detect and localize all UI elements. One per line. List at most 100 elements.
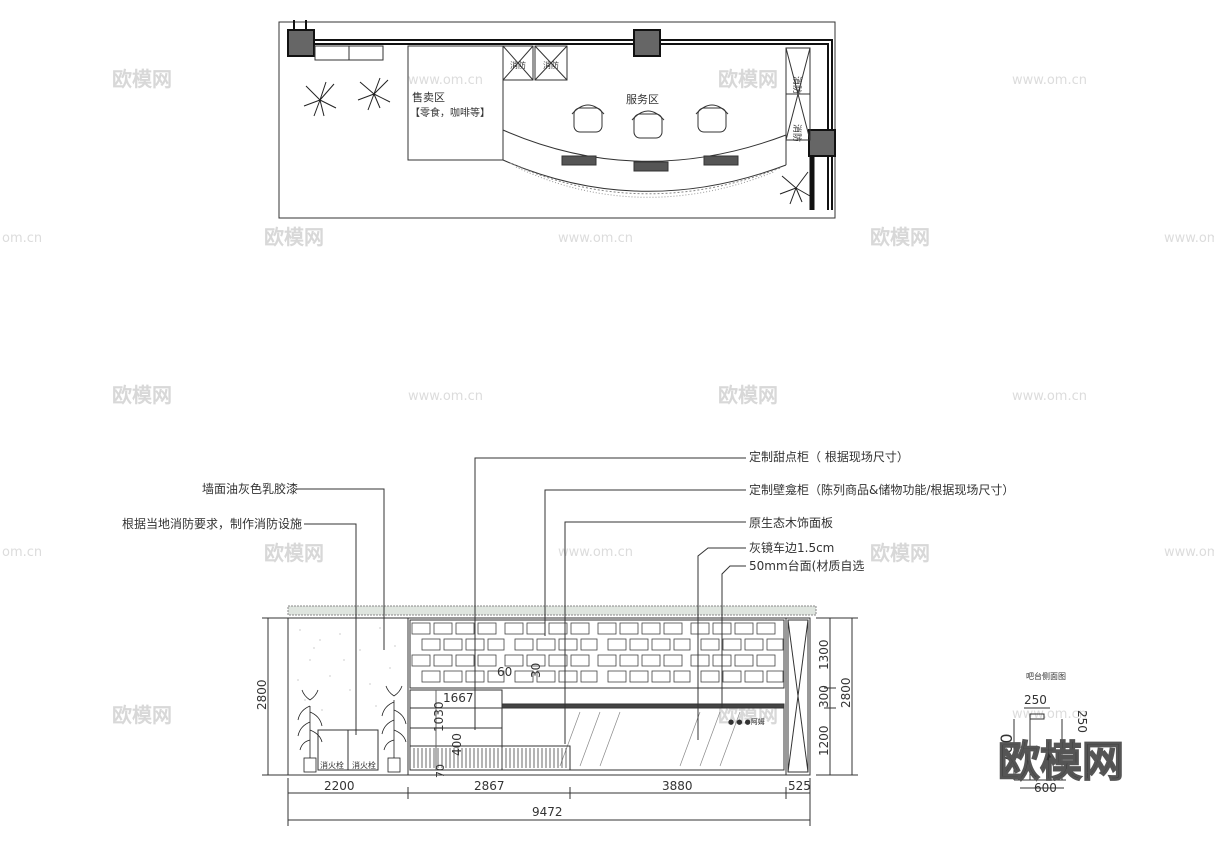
niche-cell [722, 670, 742, 683]
niche-cell [607, 670, 627, 683]
callout-leader [564, 521, 746, 744]
dim-inner: 70 [434, 764, 447, 778]
niche-cell [700, 670, 720, 683]
callout-wood-panel: 原生态木饰面板 [749, 516, 833, 530]
mirror-hatch-line [599, 711, 621, 767]
plan-chair [571, 104, 605, 133]
watermark-url: www.om.cn [1012, 389, 1087, 404]
callout-leader [296, 488, 385, 650]
niche-cell [548, 654, 568, 667]
plan-chair [695, 104, 729, 133]
watermark-brand: 欧模网 [718, 67, 778, 91]
dim-inner: 400 [450, 733, 464, 756]
watermark-brand: 欧模网 [718, 383, 778, 407]
dim-right-1300: 1300 [817, 639, 831, 670]
plan-plant [303, 81, 337, 117]
niche-cell [734, 654, 754, 667]
niche-cell [619, 654, 639, 667]
plan-counter-outer [502, 159, 787, 192]
plan-counter-hatch [509, 162, 781, 195]
plan-sale-zone-note: 【零食，咖啡等】 [410, 106, 490, 119]
mirror-panel-hatch [559, 711, 741, 767]
watermark-url: www.om.cn [1012, 73, 1087, 88]
mirror-hatch-line [579, 711, 601, 767]
niche-cell [766, 670, 784, 683]
callout-leader [697, 547, 746, 740]
niche-cell [580, 638, 598, 651]
dim-inner: 30 [529, 663, 543, 678]
watermark-brand: 欧模网 [870, 225, 930, 249]
niche-cell [514, 670, 534, 683]
niche-cell [580, 670, 598, 683]
niche-cell [690, 654, 710, 667]
niche-cell [536, 670, 556, 683]
plan-register [703, 155, 739, 166]
niche-cabinet-grid [411, 622, 784, 683]
dim-right-1200: 1200 [817, 725, 831, 756]
callout-dessert-cabinet: 定制甜点柜（ 根据现场尺寸） [749, 449, 909, 464]
dim-inner: 60 [497, 665, 512, 679]
callout-leader [474, 457, 746, 730]
potted-plant [381, 685, 407, 773]
elevation-frame [287, 617, 811, 776]
niche-cell [558, 638, 578, 651]
watermark-brand: 欧模网 [264, 225, 324, 249]
watermark-url-partial: om.cn [2, 231, 42, 246]
fire-hydrant-label: 消火栓 [320, 760, 344, 770]
side-door [787, 619, 809, 773]
callout-wall-paint: 墙面油灰色乳胶漆 [202, 481, 298, 496]
niche-cell [433, 622, 453, 635]
niche-cell [477, 654, 497, 667]
plan-fire-box [534, 45, 568, 81]
plan-sale-zone-label: 售卖区 [412, 90, 445, 104]
dim-bottom: 3880 [662, 779, 693, 793]
niche-cell [744, 638, 764, 651]
plan-column [633, 29, 661, 57]
niche-cell [455, 654, 475, 667]
dim-right-total: 2800 [839, 677, 853, 708]
plan-fire-box-x [534, 45, 568, 81]
niche-cell [570, 622, 590, 635]
niche-cell [690, 622, 710, 635]
floor-plan [278, 20, 836, 219]
niche-cell [756, 654, 776, 667]
wall-texture [297, 627, 396, 719]
side-section-dim-top: 250 [1024, 693, 1047, 707]
niche-cell [663, 654, 683, 667]
watermark-brand: 欧模网 [264, 541, 324, 565]
dim-inner: 1667 [443, 691, 474, 705]
niche-cell [536, 638, 556, 651]
niche-cell [700, 638, 720, 651]
niche-cell [443, 638, 463, 651]
watermark-url: www.om.cn [558, 545, 633, 560]
plan-fire-box [502, 45, 534, 81]
niche-cabinet [409, 619, 785, 689]
niche-cell [504, 654, 524, 667]
niche-cell [673, 638, 691, 651]
callout-leader [544, 489, 746, 636]
niche-cell [526, 622, 546, 635]
niche-cell [421, 638, 441, 651]
niche-cell [433, 654, 453, 667]
plan-register [561, 155, 597, 166]
plan-frame [278, 21, 836, 219]
niche-cell [597, 654, 617, 667]
watermark-url-partial: om.cn [2, 545, 42, 560]
niche-cell [548, 622, 568, 635]
dim-left-height: 2800 [255, 679, 269, 710]
watermark-brand: 欧模网 [112, 67, 172, 91]
watermarks: 欧模网 www.om.cn 欧模网 www.om.cn om.cn 欧模网 ww… [2, 67, 1214, 727]
watermark-url: www.om.cn [408, 73, 483, 88]
dim-right-300: 300 [817, 685, 831, 708]
plan-chair [631, 110, 665, 139]
side-section-dim-bottom: 600 [1034, 781, 1057, 795]
plan-side-label: 消防 [791, 124, 803, 142]
plan-fire-box-label: 消防 [510, 60, 526, 70]
niche-cell [443, 670, 463, 683]
callout-leader [304, 523, 357, 735]
side-section-title: 吧台侧面图 [1026, 671, 1066, 681]
plan-service-zone-label: 服务区 [626, 93, 659, 106]
niche-cell [629, 638, 649, 651]
niche-cell [558, 670, 578, 683]
niche-cell [526, 654, 546, 667]
